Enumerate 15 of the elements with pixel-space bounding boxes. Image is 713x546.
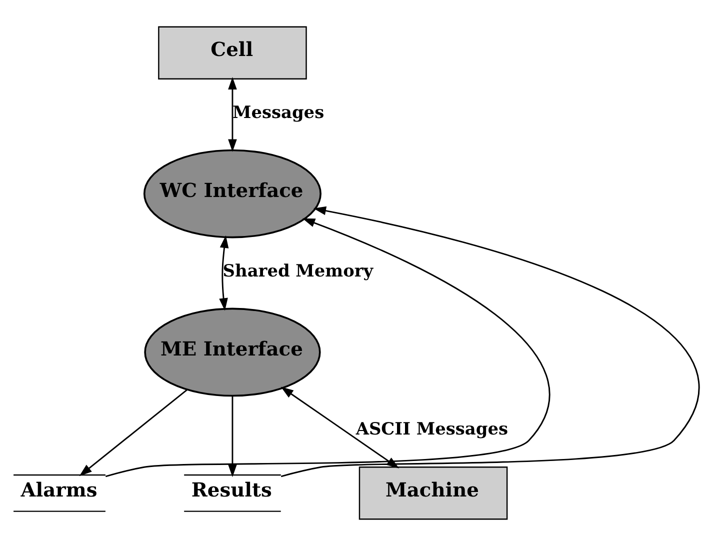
node-text: Alarms — [20, 478, 98, 502]
node-text: Results — [191, 478, 272, 502]
arrow — [79, 389, 188, 476]
arrow — [280, 206, 700, 478]
node-box: Machine — [358, 466, 508, 520]
arrow — [228, 76, 237, 152]
arrow — [219, 235, 229, 311]
arrow — [228, 396, 237, 478]
edge-label: Messages — [232, 102, 324, 122]
node-box: Cell — [158, 26, 307, 80]
arrow — [280, 386, 400, 468]
node-ellipse: WC Interface — [143, 149, 322, 238]
edge-label: ASCII Messages — [356, 418, 508, 439]
arrow — [105, 218, 550, 478]
edge-label: Shared Memory — [222, 260, 374, 280]
